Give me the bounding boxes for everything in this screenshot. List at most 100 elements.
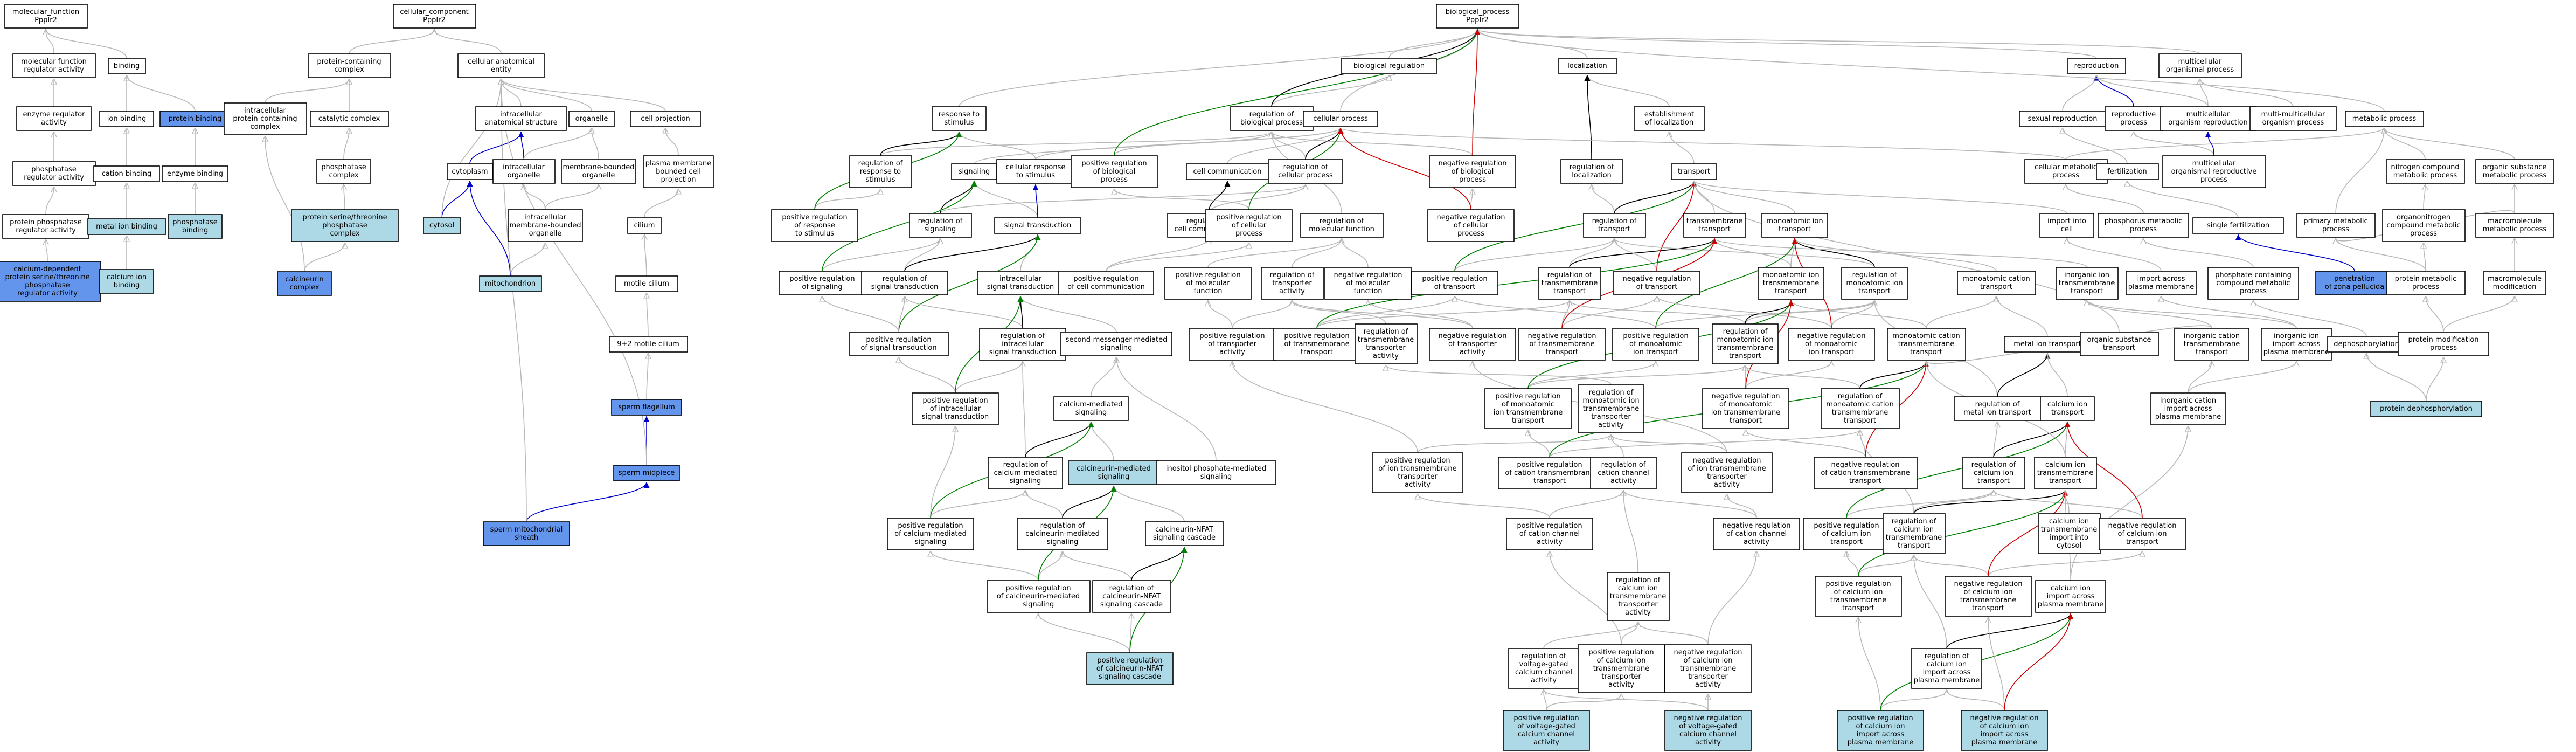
node-catcx[interactable]: catalytic complex — [310, 111, 389, 127]
node-flag[interactable]: sperm flagellum — [611, 399, 682, 416]
node-transport[interactable]: transport — [1671, 163, 1717, 180]
node-mito[interactable]: mitochondrion — [479, 275, 542, 292]
node-cellcomm[interactable]: cell communication — [1186, 163, 1269, 180]
node-cellproc[interactable]: cellular process — [1303, 111, 1378, 127]
node-motile[interactable]: motile cilium — [615, 275, 678, 292]
node-pdephos[interactable]: protein dephosphorylation — [2370, 401, 2482, 417]
node-binding[interactable]: binding — [108, 58, 146, 74]
node-bioreg[interactable]: biological regulation — [1341, 58, 1437, 74]
node-cellproj[interactable]: cell projection — [630, 111, 701, 127]
node-cytosol[interactable]: cytosol — [423, 217, 461, 234]
node-dephos[interactable]: dephosphorylation — [2327, 336, 2406, 353]
node-metab[interactable]: metabolic process — [2345, 111, 2424, 127]
node-cytoplasm[interactable]: cytoplasm — [447, 163, 493, 180]
node-reproduction[interactable]: reproduction — [2067, 58, 2126, 74]
node-cationb[interactable]: cation binding — [93, 165, 160, 182]
node-organelle[interactable]: organelle — [568, 111, 615, 127]
node-metalit[interactable]: metal ion transport — [2004, 336, 2091, 353]
